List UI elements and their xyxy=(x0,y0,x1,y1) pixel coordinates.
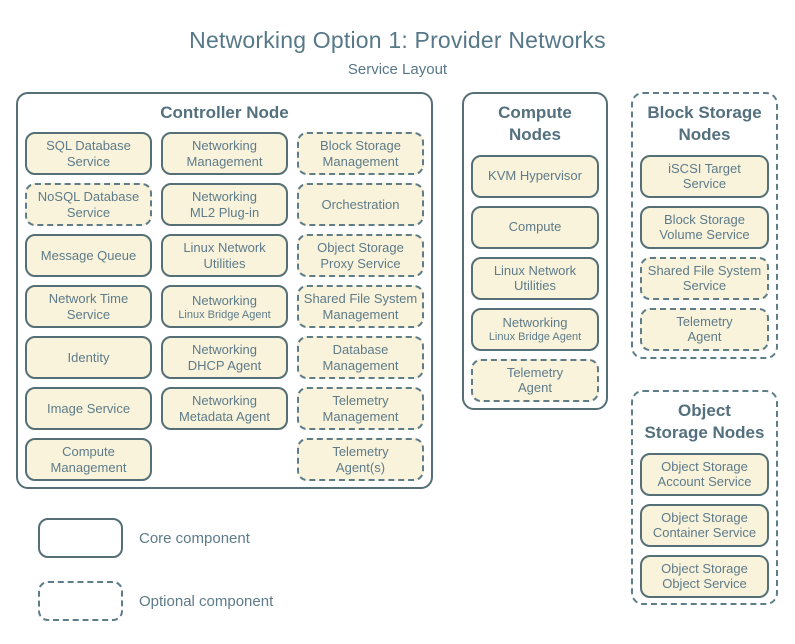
service-object-storage-proxy-service: Object Storage Proxy Service xyxy=(297,234,424,278)
object-storage-nodes-title: Object Storage Nodes xyxy=(644,401,765,443)
service-label: Networking xyxy=(191,292,258,308)
compute-nodes-title: Compute Nodes xyxy=(498,103,572,145)
service-label: Orchestration xyxy=(321,197,400,212)
service-label: Networking xyxy=(502,315,568,331)
service-orchestration: Orchestration xyxy=(297,183,424,227)
service-networking-ml2-plug-in: Networking ML2 Plug-in xyxy=(161,183,288,227)
service-telemetry-management: Telemetry Management xyxy=(297,387,424,431)
service-nosql-database-service: NoSQL Database Service xyxy=(25,183,152,227)
service-label: Network Time Service xyxy=(48,291,129,322)
service-compute: Compute xyxy=(471,205,599,249)
service-telemetry-agent: Telemetry Agent xyxy=(471,358,599,402)
service-telemetry-agent: Telemetry Agent xyxy=(640,307,769,351)
service-label: Networking Management xyxy=(186,138,263,169)
block-storage-nodes-title: Block Storage Nodes xyxy=(647,103,762,145)
service-label: Object Storage Object Service xyxy=(661,560,748,592)
service-telemetry-agent-s: Telemetry Agent(s) xyxy=(297,438,424,482)
core-component-label: Core component xyxy=(139,529,250,547)
service-label: Message Queue xyxy=(40,248,137,263)
service-networking-metadata-agent: Networking Metadata Agent xyxy=(161,387,288,431)
service-label: Networking ML2 Plug-in xyxy=(189,189,260,220)
service-label: Image Service xyxy=(46,401,131,416)
service-object-storage-object-service: Object Storage Object Service xyxy=(640,554,769,598)
optional-component-label: Optional component xyxy=(139,592,274,610)
core-component-swatch xyxy=(38,518,123,558)
service-label: Block Storage Volume Service xyxy=(659,211,750,243)
service-kvm-hypervisor: KVM Hypervisor xyxy=(471,154,599,198)
service-label: Shared File System Service xyxy=(647,262,762,294)
service-label: Compute Management xyxy=(50,444,127,475)
service-identity: Identity xyxy=(25,336,152,380)
service-label: Shared File System Management xyxy=(303,291,418,322)
service-label: Telemetry Management xyxy=(322,393,399,424)
service-label: Object Storage Container Service xyxy=(652,509,757,541)
service-sublabel: Linux Bridge Agent xyxy=(178,308,271,321)
service-network-time-service: Network Time Service xyxy=(25,285,152,329)
service-sql-database-service: SQL Database Service xyxy=(25,132,152,176)
service-label: Telemetry Agent(s) xyxy=(332,444,389,475)
legend-optional-row: Optional component xyxy=(38,581,273,621)
service-database-management: Database Management xyxy=(297,336,424,380)
service-label: Object Storage Proxy Service xyxy=(317,240,404,271)
service-networking-management: Networking Management xyxy=(161,132,288,176)
service-label: Identity xyxy=(67,350,110,365)
service-label: Telemetry Agent xyxy=(676,313,733,345)
service-label: Database Management xyxy=(322,342,399,373)
service-iscsi-target-service: iSCSI Target Service xyxy=(640,154,769,198)
service-object-storage-account-service: Object Storage Account Service xyxy=(640,452,769,496)
service-block-storage-management: Block Storage Management xyxy=(297,132,424,176)
service-compute-management: Compute Management xyxy=(25,438,152,482)
service-shared-file-system-management: Shared File System Management xyxy=(297,285,424,329)
service-linux-network-utilities: Linux Network Utilities xyxy=(471,256,599,300)
service-image-service: Image Service xyxy=(25,387,152,431)
service-label: Linux Network Utilities xyxy=(183,240,266,271)
service-label: iSCSI Target Service xyxy=(668,160,741,192)
service-label: NoSQL Database Service xyxy=(37,189,140,220)
diagram-subtitle: Service Layout xyxy=(347,61,448,78)
service-linux-network-utilities: Linux Network Utilities xyxy=(161,234,288,278)
optional-component-swatch xyxy=(38,581,123,621)
diagram-title: Networking Option 1: Provider Networks xyxy=(189,27,606,53)
legend: Core component Optional component xyxy=(38,518,273,644)
service-networking-dhcp-agent: Networking DHCP Agent xyxy=(161,336,288,380)
service-label: Networking DHCP Agent xyxy=(187,342,262,373)
service-label: Linux Network Utilities xyxy=(493,262,577,294)
service-label: Object Storage Account Service xyxy=(657,458,752,490)
service-shared-file-system-service: Shared File System Service xyxy=(640,256,769,300)
legend-core-row: Core component xyxy=(38,518,273,558)
controller-node-title: Controller Node xyxy=(160,103,289,122)
service-sublabel: Linux Bridge Agent xyxy=(488,330,582,343)
service-label: Block Storage Management xyxy=(320,138,401,169)
service-label: KVM Hypervisor xyxy=(488,168,582,184)
service-object-storage-container-service: Object Storage Container Service xyxy=(640,503,769,547)
service-label: SQL Database Service xyxy=(46,138,131,169)
service-message-queue: Message Queue xyxy=(25,234,152,278)
service-label: Compute xyxy=(508,219,562,235)
service-label: Networking Metadata Agent xyxy=(178,393,271,424)
service-label: Telemetry Agent xyxy=(506,364,564,396)
service-block-storage-volume-service: Block Storage Volume Service xyxy=(640,205,769,249)
